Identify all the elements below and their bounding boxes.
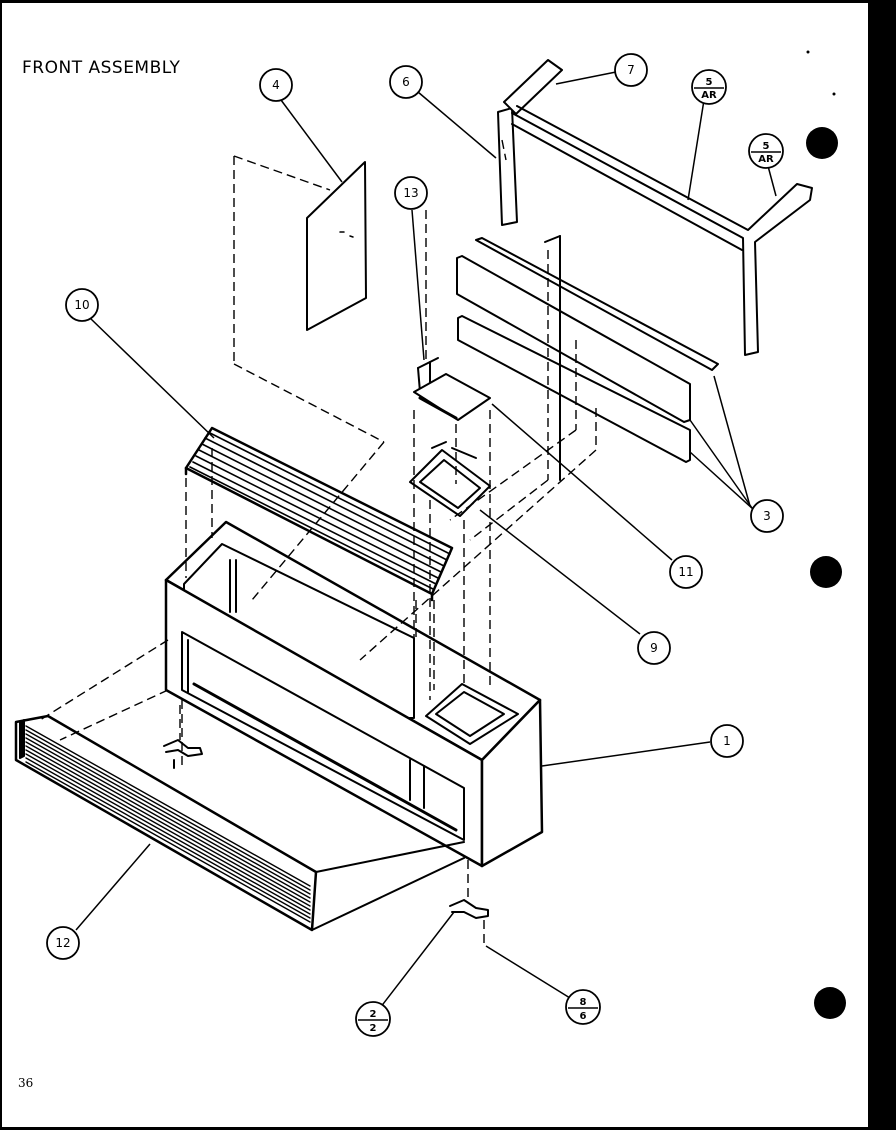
callout-5-ar-right: 5 AR — [748, 133, 784, 169]
leader-lines — [75, 71, 777, 1009]
punch-hole-middle — [810, 556, 842, 588]
punch-hole-top — [806, 127, 838, 159]
callout-9: 9 — [637, 631, 671, 665]
callout-1: 1 — [710, 724, 744, 758]
assembly-guide-lines — [39, 139, 597, 946]
svg-text:6: 6 — [580, 1011, 587, 1022]
callout-6: 6 — [389, 65, 423, 99]
svg-text:11: 11 — [678, 565, 693, 579]
svg-text:5: 5 — [706, 77, 713, 88]
svg-text:5: 5 — [763, 141, 770, 152]
page-number: 36 — [18, 1076, 34, 1090]
callout-7: 7 — [614, 53, 648, 87]
svg-text:AR: AR — [758, 154, 774, 165]
part-12-front-grille — [14, 714, 465, 932]
page-title: FRONT ASSEMBLY — [22, 58, 181, 78]
svg-text:10: 10 — [74, 298, 89, 312]
svg-text:9: 9 — [650, 641, 658, 655]
svg-text:AR: AR — [701, 90, 717, 101]
callout-5-ar-left: 5 AR — [691, 69, 727, 105]
callout-4: 4 — [259, 68, 293, 102]
callout-12: 12 — [46, 926, 80, 960]
punch-hole-bottom — [814, 987, 846, 1019]
svg-text:2: 2 — [370, 1009, 377, 1020]
part-9-bracket-frame — [409, 441, 491, 517]
svg-text:2: 2 — [370, 1023, 377, 1034]
part-4-side-panel — [306, 161, 367, 331]
callout-8-6: 8 6 — [565, 989, 601, 1025]
svg-text:1: 1 — [723, 734, 731, 748]
svg-text:8: 8 — [580, 997, 587, 1008]
callout-2-2: 2 2 — [355, 1001, 391, 1037]
svg-text:12: 12 — [55, 936, 70, 950]
part-2-bracket-clip-upper — [163, 739, 203, 769]
part-10-grille — [184, 426, 454, 602]
svg-text:4: 4 — [272, 78, 280, 92]
part-3-trim-strips — [456, 235, 719, 481]
part-2-bracket-clip-lower — [449, 899, 489, 919]
callout-10: 10 — [65, 288, 99, 322]
svg-text:3: 3 — [763, 509, 771, 523]
callout-11: 11 — [669, 555, 703, 589]
part-1-cabinet — [164, 520, 544, 868]
svg-text:7: 7 — [627, 63, 635, 77]
part-6-top-frame — [497, 59, 813, 356]
svg-text:13: 13 — [403, 186, 418, 200]
part-11-control-cover — [413, 373, 491, 421]
svg-text:6: 6 — [402, 75, 410, 89]
callout-3: 3 — [750, 499, 784, 533]
callout-13: 13 — [394, 176, 428, 210]
